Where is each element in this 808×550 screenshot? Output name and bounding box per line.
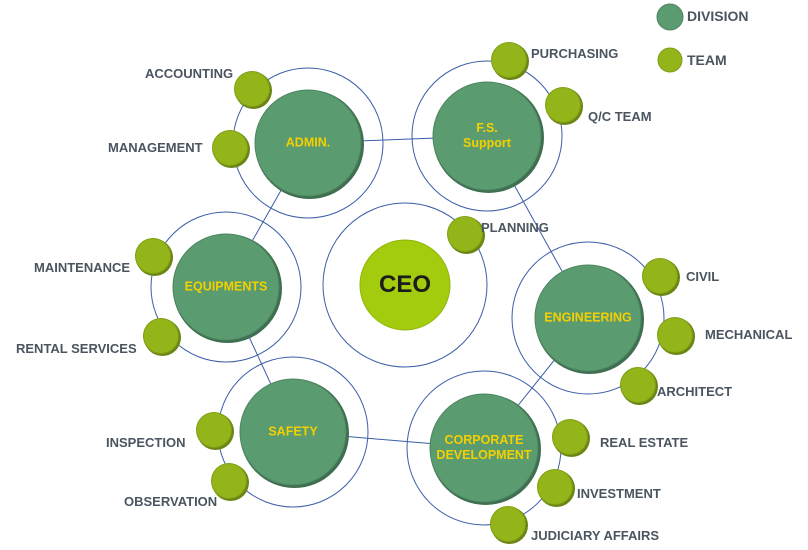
- team-label-accounting: ACCOUNTING: [145, 66, 234, 81]
- team-node-planning: [447, 216, 483, 252]
- team-label-civil: CIVIL: [686, 269, 720, 284]
- team-node-civil: [642, 258, 678, 294]
- team-label-investment: INVESTMENT: [577, 486, 661, 501]
- team-node-architect: [620, 367, 656, 403]
- division-node-admin: [254, 89, 362, 197]
- connector-admin-fs-support: [360, 137, 434, 142]
- division-node-corporate-development: [429, 393, 539, 503]
- ceo-ring: [322, 202, 488, 368]
- team-label-planning: PLANNING: [481, 220, 549, 235]
- team-label-mechanical: MECHANICAL: [705, 327, 793, 342]
- team-node-judiciary-affairs: [490, 506, 526, 542]
- division-label-line: Support: [463, 136, 511, 150]
- division-label-line: ENGINEERING: [544, 310, 632, 325]
- team-node-observation: [211, 463, 247, 499]
- team-label-rental-services: RENTAL SERVICES: [16, 341, 137, 356]
- division-label-line: CORPORATE: [444, 433, 524, 447]
- connector-fs-support-engineering: [512, 182, 563, 272]
- legend-team-swatch: [657, 47, 683, 73]
- division-label-line: SAFETY: [268, 424, 318, 439]
- team-node-q-c-team: [545, 87, 581, 123]
- division-ring-equipments: [150, 211, 302, 363]
- division-node-engineering: [534, 264, 642, 372]
- division-ring-fs-support: [411, 60, 563, 212]
- team-label-management: MANAGEMENT: [108, 140, 203, 155]
- legend-team-label: TEAM: [687, 52, 727, 68]
- team-label-maintenance: MAINTENANCE: [34, 260, 131, 275]
- division-label-line: DEVELOPMENT: [436, 448, 532, 462]
- division-label-line: ADMIN.: [285, 135, 331, 150]
- division-label-engineering: ENGINEERING: [544, 311, 632, 326]
- division-label-line: EQUIPMENTS: [184, 279, 268, 294]
- division-node-fs-support: [432, 81, 542, 191]
- division-node-equipments: [172, 233, 280, 341]
- team-label-architect: ARCHITECT: [657, 384, 733, 399]
- team-node-accounting: [234, 71, 270, 107]
- team-label-inspection: INSPECTION: [106, 435, 186, 450]
- team-node-purchasing: [491, 42, 527, 78]
- division-label-line: F.S.: [476, 121, 498, 135]
- division-label-admin: ADMIN.: [286, 136, 330, 151]
- team-label-real-estate: REAL ESTATE: [600, 435, 689, 450]
- division-node-safety: [239, 378, 347, 486]
- ceo-node: [359, 239, 451, 331]
- team-label-judiciary-affairs: JUDICIARY AFFAIRS: [531, 528, 660, 543]
- team-label-q-c-team: Q/C TEAM: [588, 109, 652, 124]
- division-label-equipments: EQUIPMENTS: [185, 280, 268, 295]
- legend-division-swatch: [656, 3, 684, 31]
- team-label-purchasing: PURCHASING: [531, 46, 619, 61]
- legend-division-label: DIVISION: [687, 8, 749, 24]
- connector-engineering-corporate-development: [517, 359, 556, 407]
- connector-equipments-safety: [247, 334, 272, 385]
- team-node-investment: [537, 469, 573, 505]
- division-label-safety: SAFETY: [268, 425, 317, 440]
- division-ring-engineering: [511, 241, 665, 395]
- team-node-mechanical: [657, 317, 693, 353]
- team-node-real-estate: [552, 419, 588, 455]
- team-node-inspection: [196, 412, 232, 448]
- connector-admin-equipments: [251, 188, 283, 242]
- team-node-rental-services: [143, 318, 179, 354]
- team-node-management: [212, 130, 248, 166]
- connector-safety-corporate-development: [345, 435, 431, 444]
- team-label-observation: OBSERVATION: [124, 494, 218, 509]
- division-label-fs-support: F.S.Support: [463, 121, 511, 151]
- ceo-label: CEO: [378, 271, 432, 298]
- team-node-maintenance: [135, 238, 171, 274]
